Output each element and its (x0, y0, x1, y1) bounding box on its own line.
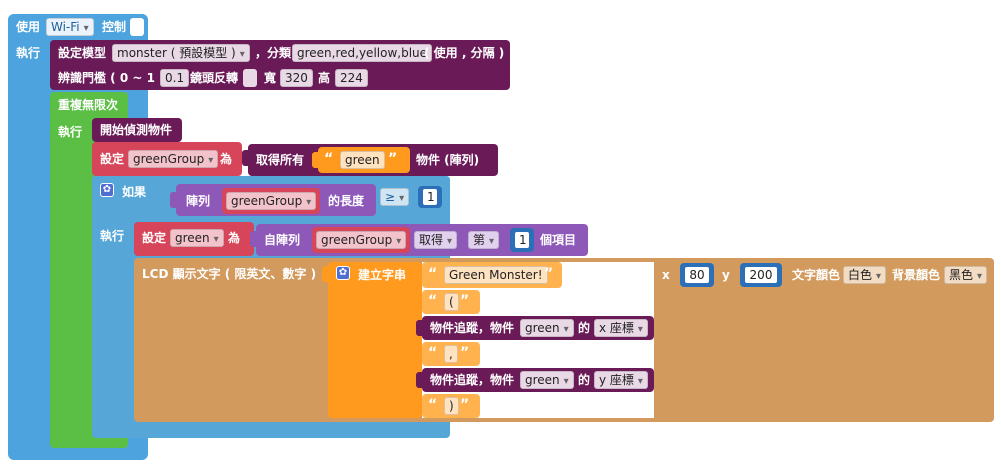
text3-close-quote-icon: ” (460, 345, 470, 361)
track-y-object-dropdown[interactable]: green (520, 371, 574, 389)
track-y-plug (416, 372, 424, 388)
track-y-of-label: 的 (578, 373, 591, 387)
build-string-gear-icon[interactable]: ✿ (336, 266, 350, 280)
from-array-label: 自陣列 (264, 233, 301, 247)
threshold-label: 辨識門檻 ( 0 ~ 1 ) (58, 71, 165, 85)
width-label: 寬 (264, 71, 277, 85)
as-label: 為 (220, 152, 233, 166)
open-quote-icon: “ (324, 151, 334, 167)
track-x-plug (416, 320, 424, 336)
set-model-label: 設定模型 (58, 46, 107, 60)
text1-input[interactable]: Green Monster! (444, 266, 548, 284)
repeat-exec-label: 執行 (58, 125, 83, 139)
objects-array-label: 物件 (陣列) (416, 153, 480, 167)
lcd-x-label: x (662, 268, 670, 282)
width-input[interactable]: 320 (280, 69, 313, 87)
start-detect-label: 開始偵測物件 (100, 123, 173, 137)
classes-label: ，分類 (255, 46, 292, 60)
from-array-var-dropdown[interactable]: greenGroup (316, 231, 407, 249)
text-green-input[interactable]: green (340, 151, 385, 169)
wifi-empty-slot[interactable] (130, 18, 144, 36)
lcd-y-label: y (722, 268, 730, 282)
text4-open-quote-icon: “ (428, 397, 438, 413)
threshold-input[interactable]: 0.1 (160, 69, 190, 87)
gear-icon[interactable]: ✿ (100, 183, 114, 197)
text2-close-quote-icon: ” (460, 293, 470, 309)
text4-input[interactable]: ) (444, 397, 459, 415)
track-x-object-dropdown[interactable]: green (520, 319, 574, 337)
lcd-x-input[interactable]: 80 (684, 266, 710, 284)
classes-input[interactable]: green,red,yellow,blue (292, 44, 433, 62)
wifi-exec-label: 執行 (16, 46, 41, 60)
if-block-footer (92, 422, 162, 436)
text-green-plug (312, 152, 320, 168)
track-y-label: 物件追蹤，物件 (430, 373, 515, 387)
close-quote-icon: ” (388, 151, 398, 167)
from-array-plug (250, 231, 258, 247)
set-green-as-label: 為 (228, 231, 241, 245)
length-label: 的長度 (328, 194, 365, 208)
text2-input[interactable]: ( (444, 293, 459, 311)
track-y-coord-dropdown[interactable]: y 座標 (594, 371, 648, 389)
greengroup-var-dropdown[interactable]: greenGroup (128, 150, 219, 168)
start-detect-block[interactable] (92, 118, 182, 142)
bg-color-dropdown[interactable]: 黑色 (944, 266, 988, 284)
bg-color-label: 背景顏色 (892, 268, 941, 282)
mirror-checkbox[interactable] (243, 69, 257, 87)
text-color-label: 文字顏色 (792, 268, 841, 282)
repeat-label: 重複無限次 (58, 98, 119, 112)
get-all-label: 取得所有 (256, 153, 305, 167)
array-label: 陣列 (186, 194, 211, 208)
height-label: 高 (318, 71, 331, 85)
get-op-dropdown[interactable]: 取得 (414, 231, 458, 249)
track-x-coord-dropdown[interactable]: x 座標 (594, 319, 648, 337)
text1-open-quote-icon: “ (428, 266, 438, 282)
position-dropdown[interactable]: 第 (468, 231, 500, 249)
if-greengroup-dropdown[interactable]: greenGroup (226, 192, 317, 210)
set-label: 設定 (100, 152, 125, 166)
wifi-option-dropdown[interactable]: Wi-Fi (46, 18, 94, 36)
string-items-socket (422, 262, 654, 418)
text3-open-quote-icon: “ (428, 345, 438, 361)
text3-input[interactable]: , (444, 345, 458, 363)
compare-operator-dropdown[interactable]: ≥ (380, 188, 410, 206)
green-var-dropdown[interactable]: green (170, 229, 224, 247)
track-x-label: 物件追蹤，物件 (430, 321, 515, 335)
text-color-dropdown[interactable]: 白色 (843, 266, 887, 284)
build-string-label: 建立字串 (358, 268, 407, 282)
text2-open-quote-icon: “ (428, 293, 438, 309)
if-label: 如果 (122, 185, 147, 199)
compare-value-input[interactable]: 1 (422, 188, 438, 206)
text1-close-quote-icon: ” (544, 266, 554, 282)
array-length-plug (170, 192, 178, 208)
wifi-use-label: 使用 (16, 20, 41, 34)
model-dropdown[interactable]: monster ( 預設模型 ) (112, 44, 250, 62)
item-label: 個項目 (540, 233, 577, 247)
classes-hint-label: ( 使用 , 分隔 ) (424, 46, 505, 60)
build-string-block[interactable] (328, 262, 422, 418)
lcd-y-input[interactable]: 200 (744, 266, 778, 284)
build-string-plug (322, 266, 330, 282)
text4-close-quote-icon: ” (460, 397, 470, 413)
set-green-label: 設定 (142, 231, 167, 245)
track-x-of-label: 的 (578, 321, 591, 335)
index-value-input[interactable]: 1 (514, 231, 530, 249)
if-exec-label: 執行 (100, 229, 125, 243)
mirror-label: 鏡頭反轉 (190, 71, 239, 85)
get-all-plug (242, 150, 250, 166)
height-input[interactable]: 224 (335, 69, 368, 87)
lcd-label: LCD 顯示文字 ( 限英文、數字 ) (142, 267, 317, 281)
wifi-control-label: 控制 (102, 20, 127, 34)
